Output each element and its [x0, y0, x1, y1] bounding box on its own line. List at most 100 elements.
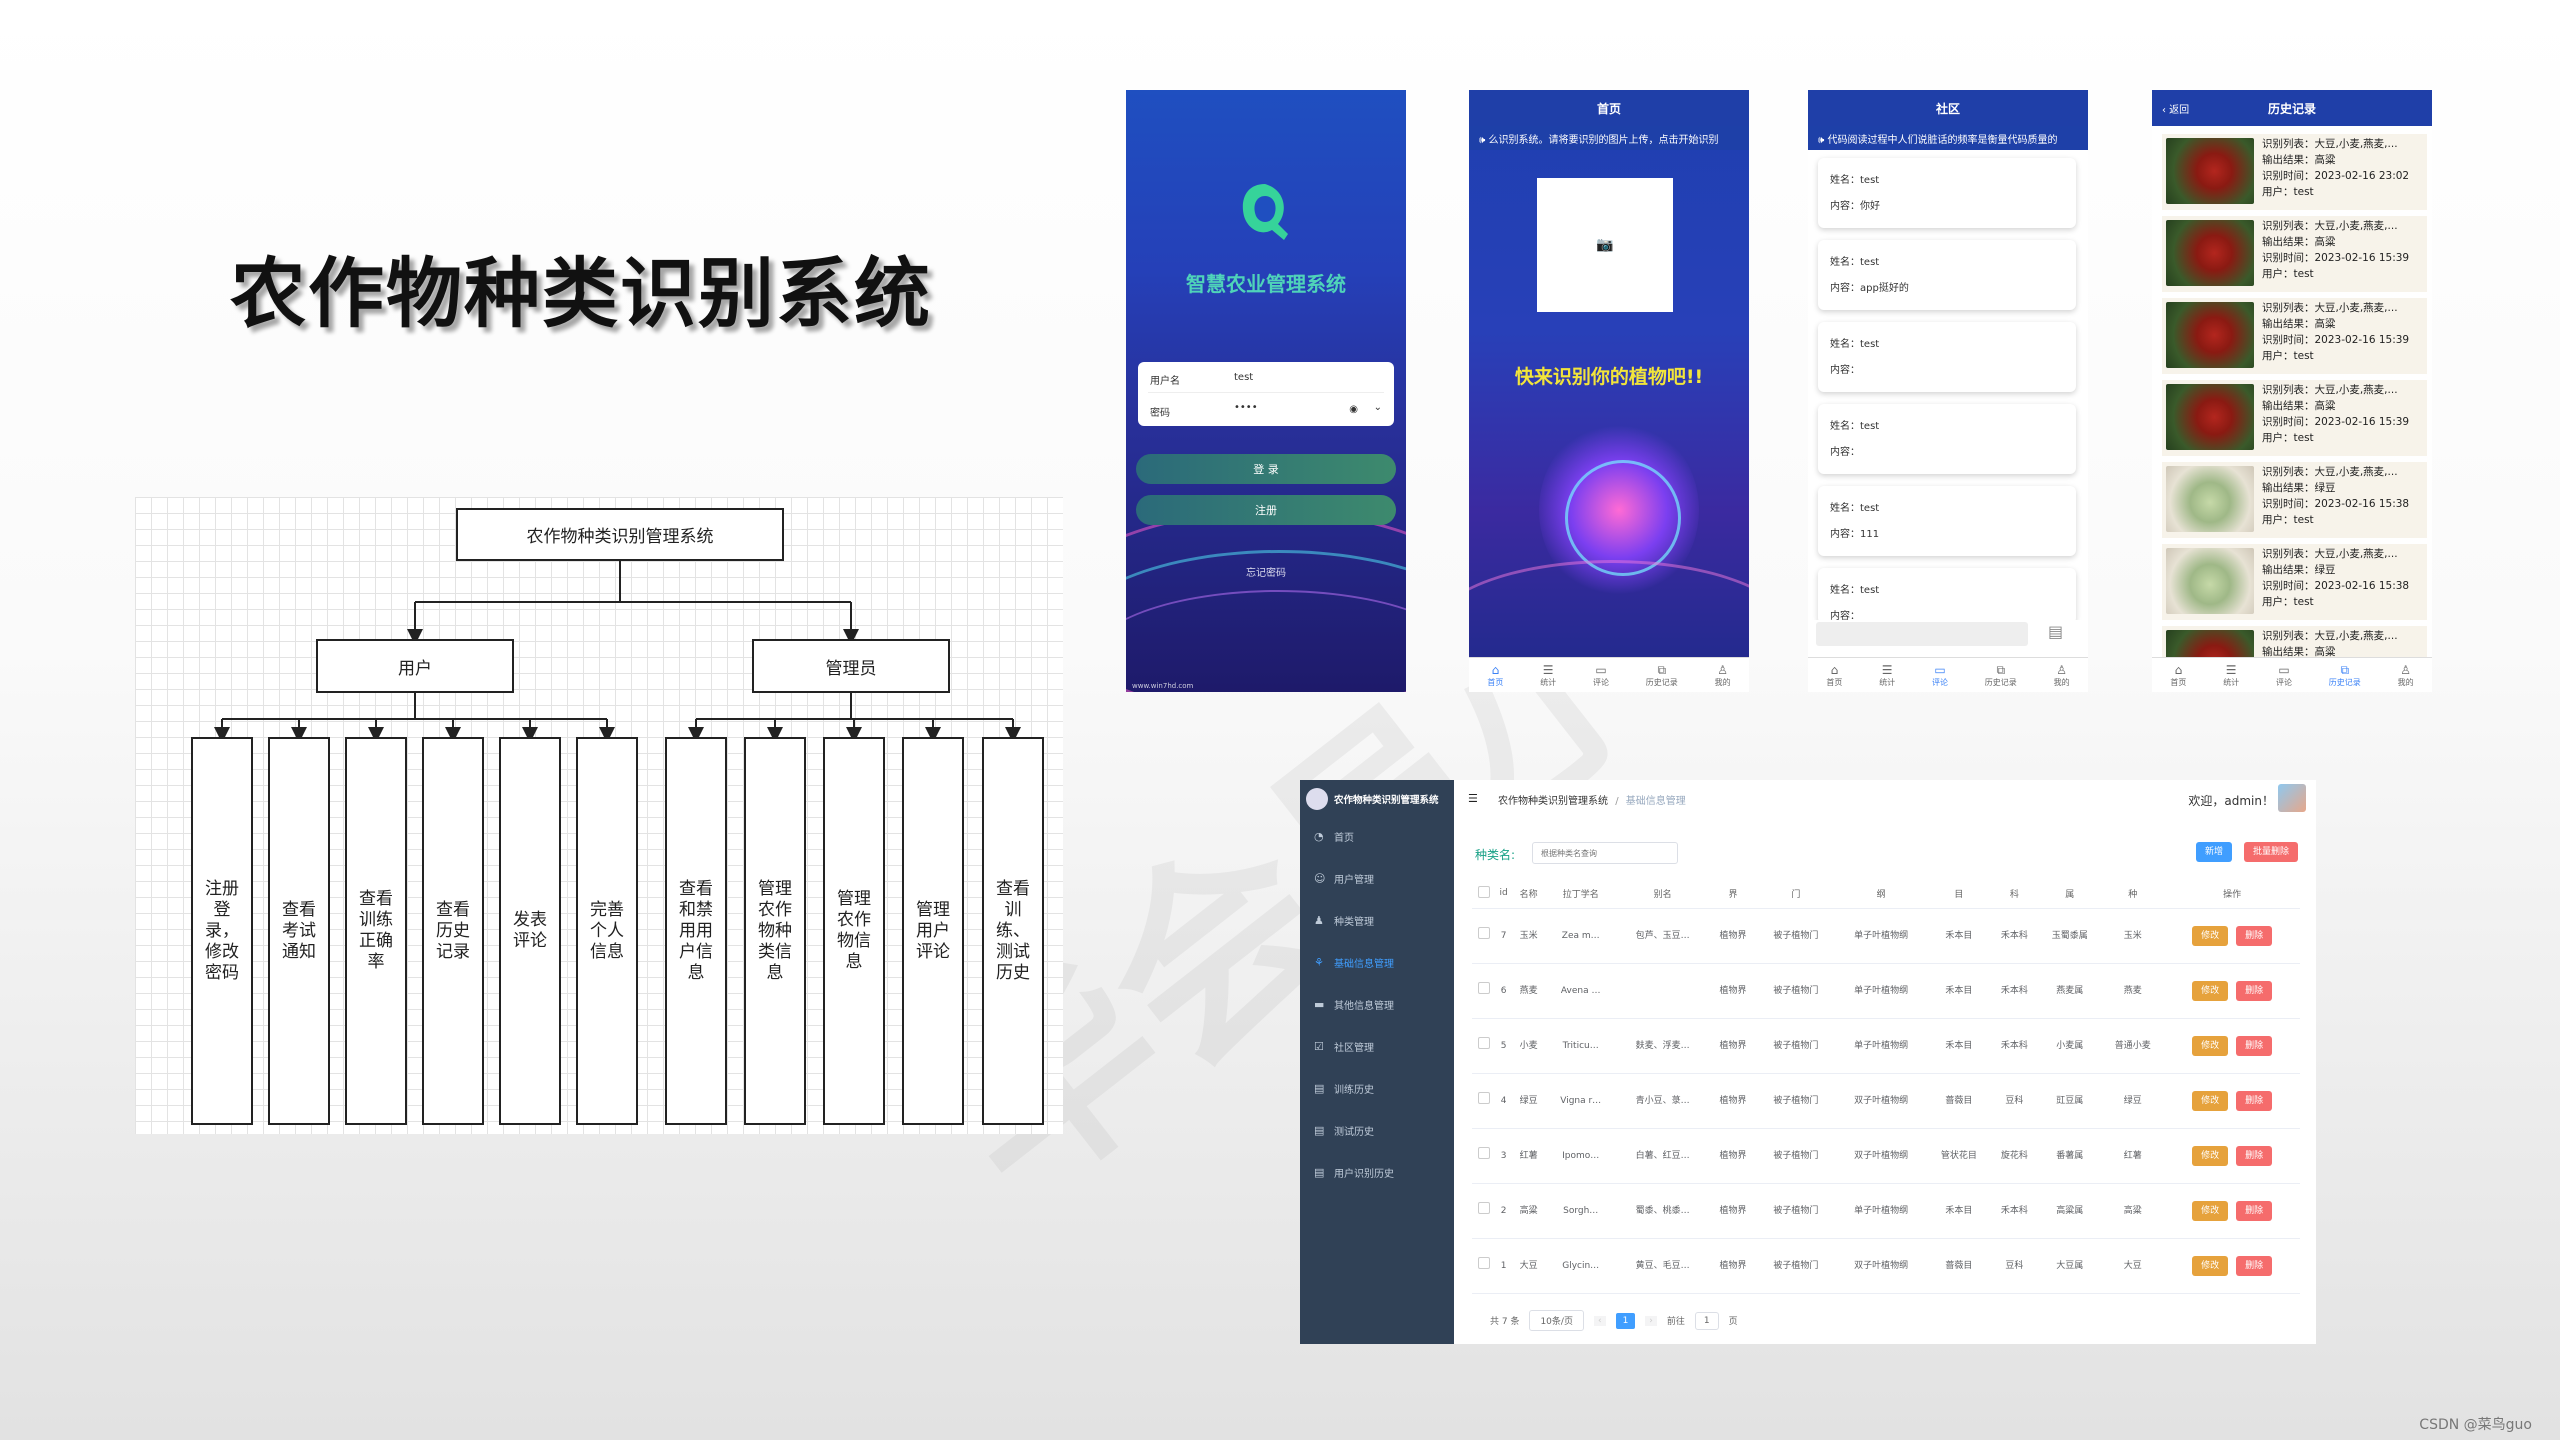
menu-icon: ▤ — [1314, 1123, 1325, 1137]
tab-mine[interactable]: ♙我的 — [1714, 662, 1731, 687]
history-record[interactable]: 识别列表：大豆,小麦,燕麦,...输出结果：高粱识别时间：2023-02-16 … — [2162, 134, 2427, 210]
table-cell: 植物界 — [1708, 908, 1757, 964]
tab-bar: ⌂首页 ☰统计 ▭评论 ⧉历史记录 ♙我的 — [2152, 657, 2432, 692]
table-cell: 豆科 — [1990, 1073, 2039, 1129]
delete-button[interactable]: 删除 — [2236, 926, 2273, 946]
row-checkbox[interactable] — [1477, 1092, 1490, 1104]
password-input[interactable]: •••• — [1234, 402, 1258, 413]
mungbean-photo — [2166, 466, 2254, 532]
sidebar-item[interactable]: ♟种类管理 — [1300, 900, 1454, 940]
tab-stats[interactable]: ☰统计 — [2223, 662, 2240, 687]
row-checkbox-cell — [1472, 1018, 1496, 1074]
edit-button[interactable]: 修改 — [2192, 1256, 2229, 1276]
history-record[interactable]: 识别列表：大豆,小麦,燕麦,...输出结果：高粱识别时间：2023-02-16 … — [2162, 298, 2427, 374]
home-header: 首页 — [1469, 90, 1749, 126]
tab-home[interactable]: ⌂首页 — [2170, 662, 2187, 687]
sidebar-item[interactable]: ▤用户识别历史 — [1300, 1152, 1454, 1192]
tab-stats[interactable]: ☰统计 — [1540, 662, 1557, 687]
table-cell: 单子叶植物纲 — [1834, 1018, 1928, 1074]
edit-button[interactable]: 修改 — [2192, 1091, 2229, 1111]
tab-comments[interactable]: ▭评论 — [1931, 662, 1948, 687]
row-checkbox[interactable] — [1477, 1257, 1490, 1269]
menu-icon: ⚘ — [1314, 955, 1324, 969]
table-cell: 5 — [1495, 1018, 1513, 1074]
edit-button[interactable]: 修改 — [2192, 1036, 2229, 1056]
delete-button[interactable]: 删除 — [2236, 1146, 2273, 1166]
row-checkbox[interactable] — [1477, 1037, 1490, 1049]
sidebar-item[interactable]: ◔首页 — [1300, 816, 1454, 856]
history-result: 输出结果：高粱 — [2262, 154, 2336, 166]
table-cell: 植物界 — [1708, 1018, 1757, 1074]
add-button[interactable]: 新增 — [2196, 842, 2233, 862]
page-1-button[interactable]: 1 — [1615, 1312, 1636, 1329]
login-button[interactable]: 登 录 — [1136, 454, 1396, 484]
user-avatar[interactable] — [2278, 784, 2306, 812]
tab-mine[interactable]: ♙我的 — [2053, 662, 2070, 687]
delete-button[interactable]: 删除 — [2236, 1201, 2273, 1221]
search-input[interactable] — [1532, 842, 1678, 864]
row-checkbox[interactable] — [1477, 927, 1490, 939]
row-checkbox[interactable] — [1477, 1147, 1490, 1159]
back-button[interactable]: ‹ 返回 — [2162, 104, 2190, 116]
comment-input[interactable] — [1816, 622, 2028, 646]
send-comment-icon[interactable]: ▤ — [2048, 622, 2064, 641]
chevron-down-icon[interactable]: ⌄ — [1373, 402, 1382, 413]
delete-button[interactable]: 删除 — [2236, 1091, 2273, 1111]
history-record[interactable]: 识别列表：大豆,小麦,燕麦,...输出结果：高粱识别时间：2023-02-16 … — [2162, 380, 2427, 456]
table-cell: 小麦属 — [2038, 1018, 2102, 1074]
username-input[interactable]: test — [1234, 372, 1254, 383]
tab-comments[interactable]: ▭评论 — [2275, 662, 2292, 687]
history-record[interactable]: 识别列表：大豆,小麦,燕麦,...输出结果：绿豆识别时间：2023-02-16 … — [2162, 544, 2427, 620]
edit-button[interactable]: 修改 — [2192, 1146, 2229, 1166]
page-size-select[interactable]: 10条/页 — [1529, 1310, 1584, 1331]
forgot-password-link[interactable]: 忘记密码 — [1246, 568, 1286, 579]
sidebar-item-label: 种类管理 — [1334, 916, 1374, 928]
sidebar-item[interactable]: ▬其他信息管理 — [1300, 984, 1454, 1024]
table-cell: 禾本科 — [1990, 963, 2039, 1019]
sidebar-item[interactable]: ⚘基础信息管理 — [1300, 942, 1454, 982]
history-record[interactable]: 识别列表：大豆,小麦,燕麦,...输出结果：绿豆识别时间：2023-02-16 … — [2162, 462, 2427, 538]
tab-stats[interactable]: ☰统计 — [1879, 662, 1896, 687]
tab-comments[interactable]: ▭评论 — [1592, 662, 1609, 687]
row-checkbox[interactable] — [1477, 1202, 1490, 1214]
tab-home[interactable]: ⌂首页 — [1826, 662, 1843, 687]
delete-button[interactable]: 删除 — [2236, 981, 2273, 1001]
next-page-button[interactable]: › — [1645, 1315, 1657, 1326]
credit-text: CSDN @菜鸟guo — [2419, 1417, 2532, 1433]
sidebar-item[interactable]: ☑社区管理 — [1300, 1026, 1454, 1066]
table-cell: 禾本科 — [1990, 1018, 2039, 1074]
tab-history[interactable]: ⧉历史记录 — [1645, 662, 1678, 687]
delete-button[interactable]: 删除 — [2236, 1036, 2273, 1056]
select-all-checkbox[interactable] — [1477, 885, 1490, 898]
edit-button[interactable]: 修改 — [2192, 981, 2229, 1001]
history-result: 输出结果：绿豆 — [2262, 482, 2336, 494]
menu-toggle-icon[interactable]: ☰ — [1468, 792, 1478, 805]
batch-delete-button[interactable]: 批量删除 — [2244, 842, 2299, 862]
goto-input[interactable]: 1 — [1694, 1311, 1719, 1330]
tab-home[interactable]: ⌂首页 — [1487, 662, 1504, 687]
tab-history[interactable]: ⧉历史记录 — [2328, 662, 2361, 687]
eye-icon[interactable]: ◉ — [1349, 404, 1358, 415]
register-button[interactable]: 注册 — [1136, 495, 1396, 525]
sidebar-item[interactable]: ☺用户管理 — [1300, 858, 1454, 898]
diagram-connectors — [214, 561, 1021, 743]
avatar — [1306, 788, 1328, 810]
history-record[interactable]: 识别列表：大豆,小麦,燕麦,...输出结果：高粱识别时间：2023-02-16 … — [2162, 216, 2427, 292]
diagram-root: 农作物种类识别管理系统 — [456, 508, 784, 561]
sidebar-item[interactable]: ▤测试历史 — [1300, 1110, 1454, 1150]
edit-button[interactable]: 修改 — [2192, 1201, 2229, 1221]
prev-page-button[interactable]: ‹ — [1593, 1315, 1606, 1326]
tab-mine[interactable]: ♙我的 — [2397, 662, 2414, 687]
upload-image-area[interactable]: 📷 — [1537, 178, 1673, 312]
tab-history[interactable]: ⧉历史记录 — [1984, 662, 2017, 687]
delete-button[interactable]: 删除 — [2236, 1256, 2273, 1276]
sidebar-item[interactable]: ▤训练历史 — [1300, 1068, 1454, 1108]
row-checkbox[interactable] — [1477, 982, 1490, 994]
edit-button[interactable]: 修改 — [2192, 926, 2229, 946]
